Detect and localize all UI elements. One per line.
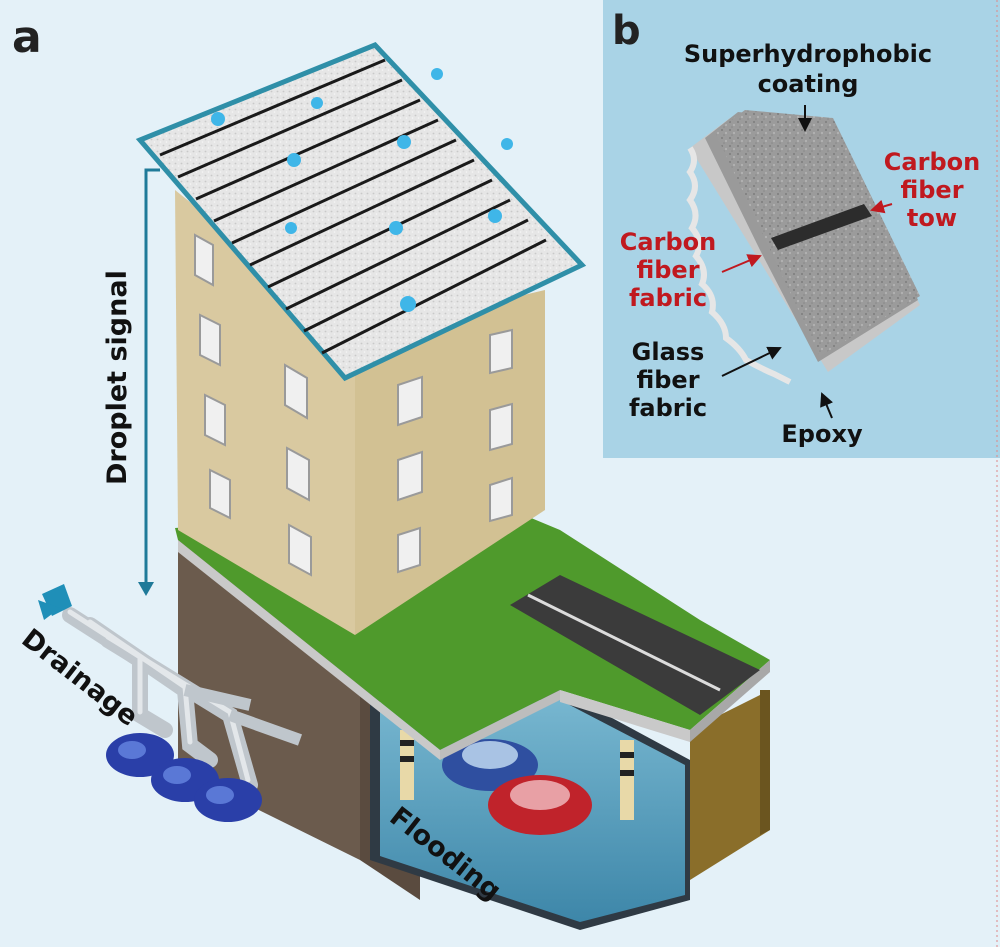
- tow-label-line1: Carbon: [884, 148, 980, 176]
- panel-b-letter: b: [612, 8, 641, 54]
- windows-left: [194, 233, 312, 577]
- epoxy-label: Epoxy: [781, 420, 863, 448]
- windows-right: [397, 328, 513, 574]
- cf-label-line1: Carbon: [620, 228, 716, 256]
- roof: [135, 42, 587, 382]
- coating-label-line1: Superhydrophobic: [684, 40, 932, 68]
- panel-b: b Superhydrophobic coating Carbon fiber …: [603, 0, 1000, 458]
- droplet-signal-arrow: Droplet signal: [102, 168, 160, 596]
- pillar: [400, 730, 414, 800]
- panel-a: a: [12, 12, 770, 930]
- tow-arrow: [870, 199, 893, 214]
- water-droplets: [211, 68, 513, 312]
- cf-arrow: [721, 254, 762, 273]
- epoxy-arrow: [820, 392, 834, 419]
- pumps: [106, 733, 262, 822]
- pillar: [620, 740, 634, 820]
- gf-label-line1: Glass: [632, 338, 705, 366]
- drainage-system: Drainage: [16, 584, 303, 822]
- droplet-signal-label: Droplet signal: [102, 270, 133, 485]
- carbon-fiber-tows: [159, 58, 547, 355]
- carbon-fiber-tow: [771, 204, 872, 250]
- tow-label-line3: tow: [907, 204, 957, 232]
- coating-label-line2: coating: [758, 70, 859, 98]
- cf-label-line3: fabric: [629, 284, 707, 312]
- gf-arrow: [721, 346, 782, 377]
- cf-label-line2: fiber: [636, 256, 699, 284]
- layer-edge: [686, 146, 792, 385]
- right-wall: [690, 690, 770, 880]
- tow-label-line2: fiber: [900, 176, 963, 204]
- gf-label-line3: fabric: [629, 394, 707, 422]
- gf-label-line2: fiber: [636, 366, 699, 394]
- panel-a-letter: a: [12, 12, 42, 63]
- composite-sample: [686, 110, 920, 385]
